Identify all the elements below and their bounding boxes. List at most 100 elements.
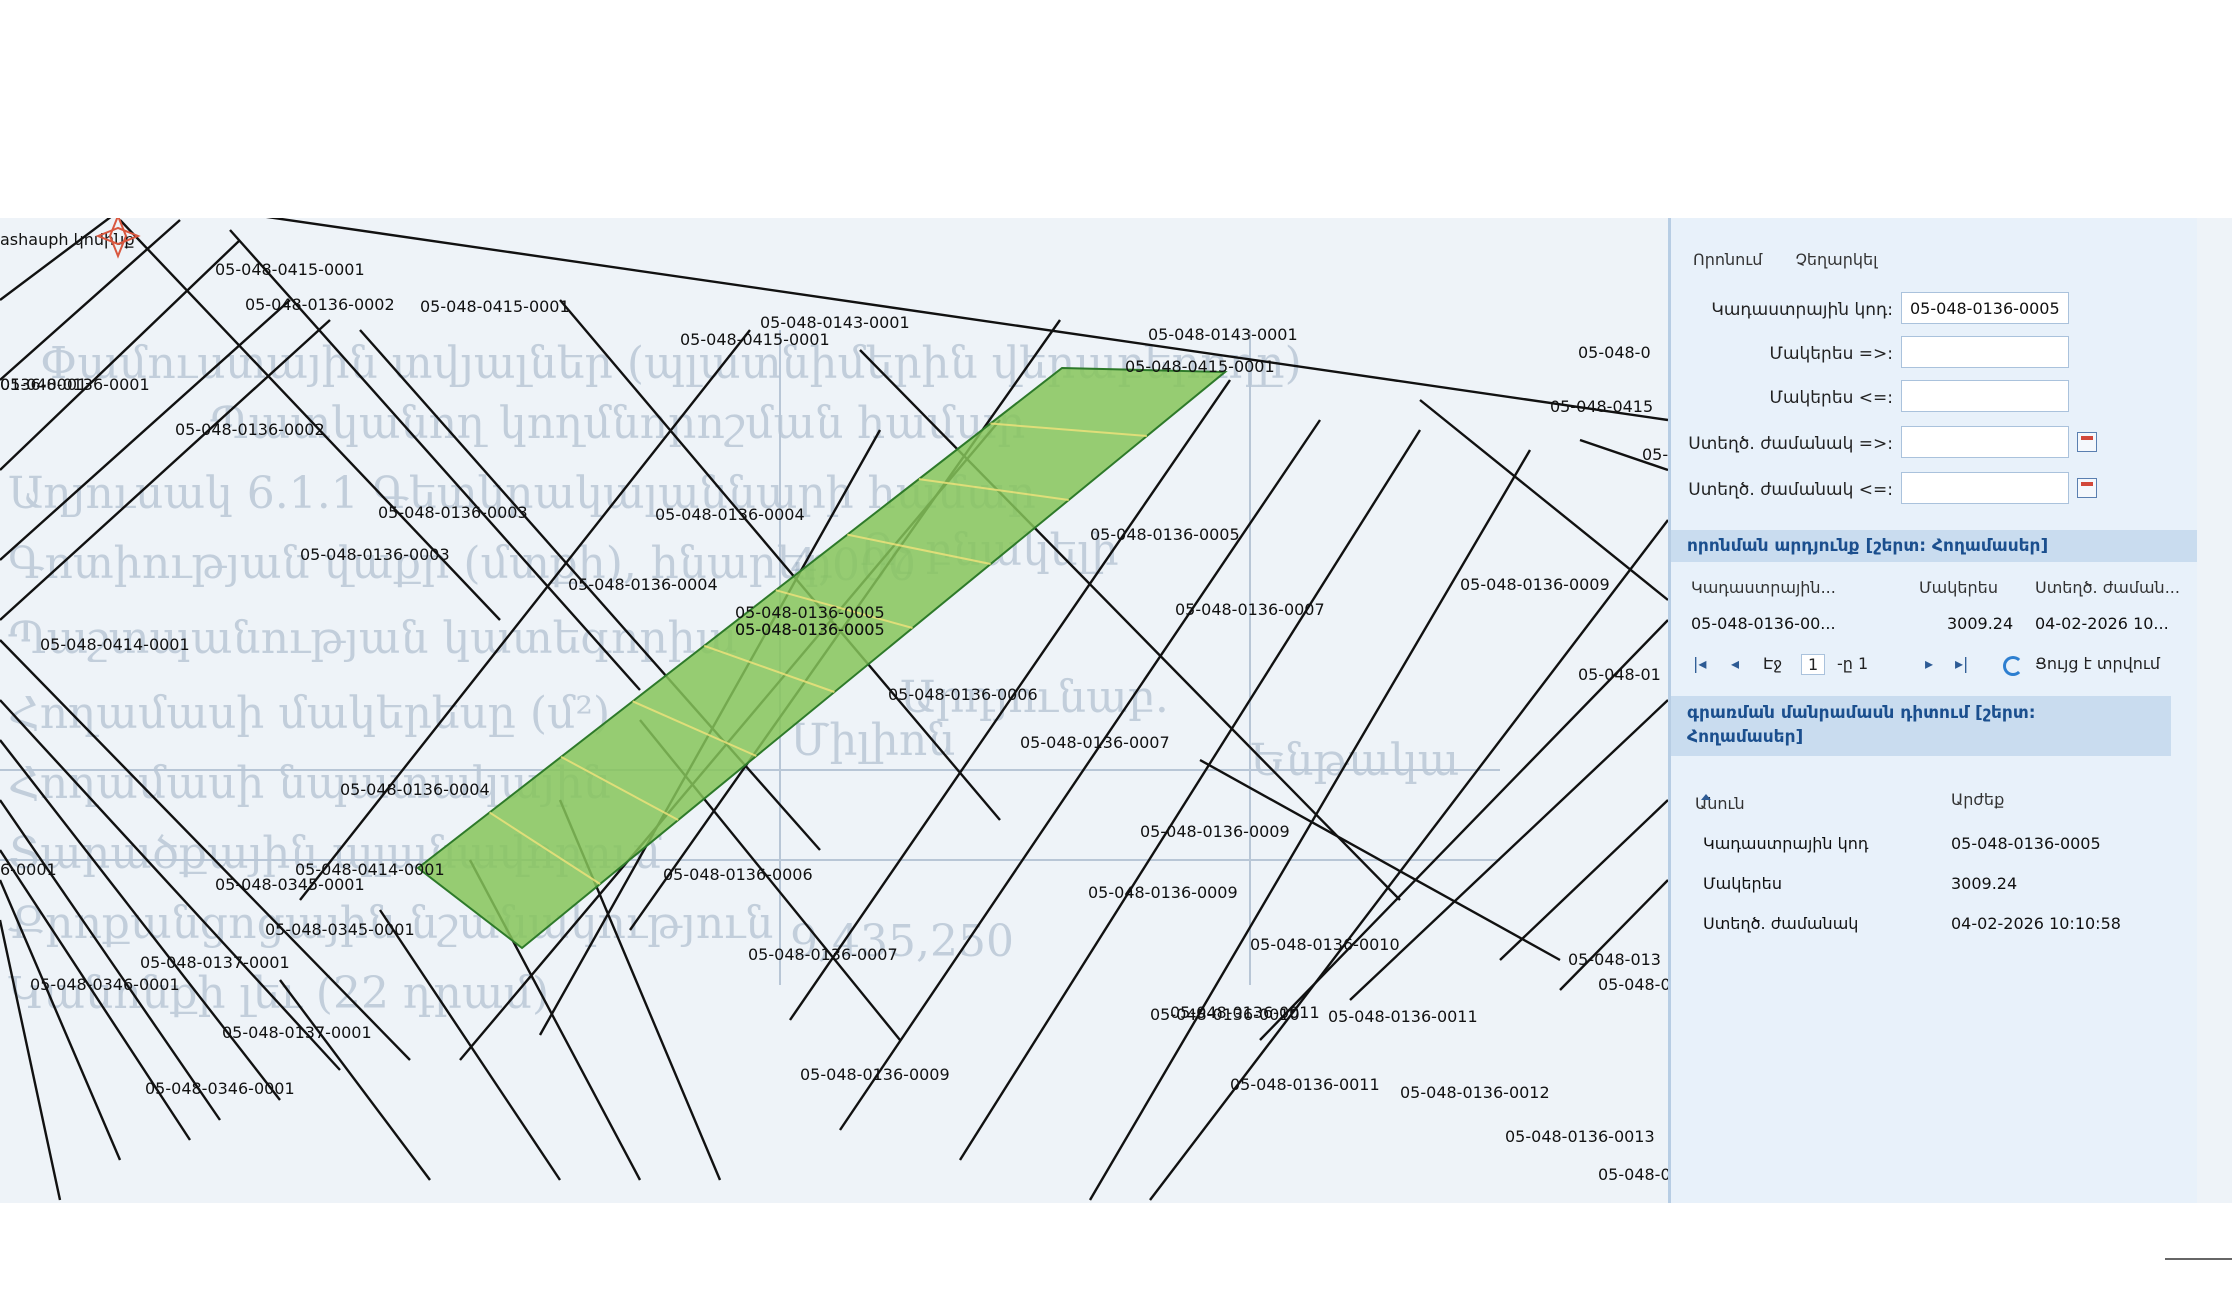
parcel-label[interactable]: 05-048-0414-0001	[295, 860, 445, 879]
cadastral-map[interactable]: Փամուստային տվյալներ (պլատնիմերին վերաբե…	[0, 218, 1668, 1203]
parcel-label[interactable]: 05-048-0136-0012	[1400, 1083, 1550, 1102]
column-cadastral-code[interactable]: Կադաստրային...	[1691, 578, 1836, 597]
parcel-boundary	[229, 229, 641, 691]
cadastral-code-input[interactable]: 05-048-0136-0005	[1901, 292, 2069, 324]
calendar-icon[interactable]	[2077, 478, 2097, 498]
parcel-stripe	[918, 478, 1069, 501]
calendar-icon[interactable]	[2077, 432, 2097, 452]
parcel-label[interactable]: 05-048-0345-0001	[215, 875, 365, 894]
parcel-label[interactable]: 05-048-0136-0013	[1505, 1127, 1655, 1146]
parcel-label[interactable]: 05-048-0136-000	[735, 620, 874, 639]
parcel-boundary	[859, 349, 1401, 901]
parcel-label[interactable]: 05-048-0415-0001	[420, 297, 570, 316]
parcel-label[interactable]: 05-048-01	[1598, 975, 1668, 994]
parcel-label[interactable]: 05-048-0415	[1550, 397, 1653, 416]
parcel-label[interactable]: 05-048-0136-0007	[1175, 600, 1325, 619]
parcel-label[interactable]: 05-048-0136-0005	[1090, 525, 1240, 544]
parcel-label[interactable]: 05-048-01	[1598, 1165, 1668, 1184]
last-page-icon[interactable]: ▸|	[1955, 654, 1969, 673]
parcel-boundary	[0, 739, 281, 1101]
created-to-input[interactable]	[1901, 472, 2069, 504]
first-page-icon[interactable]: |◂	[1693, 654, 1707, 673]
parcel-boundary	[0, 919, 62, 1201]
area-max-label: Մակերես <=:	[1769, 388, 1893, 408]
column-created[interactable]: Ստեղծ. ժաման...	[2035, 578, 2180, 597]
created-to-row: Ստեղծ. ժամանակ <=:	[1688, 472, 2185, 508]
page-input[interactable]: 1	[1801, 654, 1826, 675]
ghost-text: Պատկանող կողմնորոշման համար	[210, 398, 1025, 449]
parcel-label[interactable]: 05-048-0136-0006	[663, 865, 813, 884]
parcel-label[interactable]: 05-048-0136-0009	[800, 1065, 950, 1084]
parcel-label[interactable]: 05-048-0	[1578, 343, 1651, 362]
parcel-label[interactable]: 05-048-0143-0001	[1148, 325, 1298, 344]
tab-search[interactable]: Որոնում	[1693, 250, 1763, 269]
parcel-label[interactable]: 05-048-0415-0001	[1125, 357, 1275, 376]
parcel-label[interactable]: 05-048-0136-0005	[735, 620, 885, 639]
parcel-boundary	[559, 299, 1001, 821]
parcel-label[interactable]: 0136-0001	[0, 375, 87, 394]
parcel-label[interactable]: 05-048-0415-0001	[215, 260, 365, 279]
parcel-label[interactable]: 05-048-0136-0009	[1140, 822, 1290, 841]
ghost-text: Գոտիության վաքր (մտքի), հնարեր	[8, 538, 833, 589]
parcel-label[interactable]: 05-048-0414-0001	[40, 635, 190, 654]
results-pager: |◂ ◂ Էջ 1 -ը 1 ▸ ▸| Ցույց է տրվում	[1687, 650, 2187, 680]
area-max-input[interactable]	[1901, 380, 2069, 412]
parcel-label[interactable]: 05-048-0137-0001	[222, 1023, 372, 1042]
parcel-label[interactable]: 05-048-0346-0001	[30, 975, 180, 994]
table-row[interactable]: 05-048-0136-00... 3009.24 04-02-2026 10.…	[1687, 610, 2183, 638]
refresh-icon[interactable]	[2003, 656, 2023, 676]
parcel-label[interactable]: 05-048-0136-0007	[748, 945, 898, 964]
tab-cancel[interactable]: Չեղարկել	[1795, 250, 1878, 269]
parcel-label[interactable]: 05-048-0143-0001	[760, 313, 910, 332]
parcel-label[interactable]: 6-0001	[0, 860, 57, 879]
area-min-input[interactable]	[1901, 336, 2069, 368]
parcel-label[interactable]: 05-048-0136-0002	[175, 420, 325, 439]
next-page-icon[interactable]: ▸	[1925, 654, 1934, 673]
parcel-label[interactable]: 05-048-013	[1568, 950, 1661, 969]
parcel-label[interactable]: 05-048-0415-0001	[680, 330, 830, 349]
parcel-boundary	[789, 379, 1231, 1021]
created-from-input[interactable]	[1901, 426, 2069, 458]
ghost-text: Կանոնքի լեւ (22 դրամ)	[8, 968, 549, 1019]
parcel-label[interactable]: 05-048-0136-0009	[1088, 883, 1238, 902]
parcel-boundary	[0, 799, 221, 1121]
created-from-label: Ստեղծ. ժամանակ =>:	[1688, 434, 1893, 454]
parcel-boundary	[1559, 879, 1668, 991]
parcel-label[interactable]: 05-048-0136-0005	[735, 603, 885, 622]
parcel-label[interactable]: 05-048-0136-0003	[300, 545, 450, 564]
column-area[interactable]: Մակերես	[1919, 578, 1998, 597]
parcel-label[interactable]: 05-048-0346-0001	[145, 1079, 295, 1098]
prev-page-icon[interactable]: ◂	[1731, 654, 1740, 673]
parcel-label[interactable]: 05-048-01	[1578, 665, 1661, 684]
parcel-boundary	[1579, 438, 1668, 472]
parcel-label[interactable]: 05-048-0136-0010	[1250, 935, 1400, 954]
parcel-label[interactable]: 05-048-0136-0004	[655, 505, 805, 524]
column-value[interactable]: Արժեք	[1951, 790, 2005, 809]
parcel-boundary	[0, 699, 341, 1071]
parcel-label[interactable]: 05-048-0136-0003	[378, 503, 528, 522]
parcel-label[interactable]: 05-048-0136-0011	[1230, 1075, 1380, 1094]
parcel-label[interactable]: 05-048-0136-0011	[1170, 1003, 1320, 1022]
parcel-boundary	[1199, 758, 1561, 962]
ghost-text: Հողամասի մակերեսը (մ²)	[8, 688, 610, 739]
parcel-label[interactable]: 05-04	[1642, 445, 1668, 464]
parcel-label[interactable]: 05-048-0136-0004	[568, 575, 718, 594]
parcel-label[interactable]: 05-048-0136-0002	[245, 295, 395, 314]
parcel-stripe	[775, 589, 913, 629]
ghost-text: Պաշտպանության կատեգորիա	[8, 613, 737, 664]
detail-name: Մակերես	[1703, 874, 1782, 893]
area-min-label: Մակերես =>:	[1769, 344, 1893, 364]
parcel-label[interactable]: 05-048-0136-0010	[1150, 1005, 1300, 1024]
parcel-label[interactable]: 05-048-0136-0006	[888, 685, 1038, 704]
panel-tabs: Որոնում Չեղարկել	[1693, 250, 1906, 269]
parcel-label[interactable]: 05-048-0136-0011	[1328, 1007, 1478, 1026]
parcel-label[interactable]: 05-048-0137-0001	[140, 953, 290, 972]
parcel-label[interactable]: 05-048-0136-0001	[0, 375, 150, 394]
parcel-label[interactable]: 05-048-0136-0009	[1460, 575, 1610, 594]
parcel-label[interactable]: 05-048-0136-0004	[340, 780, 490, 799]
list-item: Ստեղծ. ժամանակ 04-02-2026 10:10:58	[1687, 910, 2183, 938]
parcel-label[interactable]: 05-048-0345-0001	[265, 920, 415, 939]
list-item: Մակերես 3009.24	[1687, 870, 2183, 898]
parcel-label[interactable]: 05-048-0136-0007	[1020, 733, 1170, 752]
selected-parcel-highlight[interactable]	[416, 366, 1228, 950]
